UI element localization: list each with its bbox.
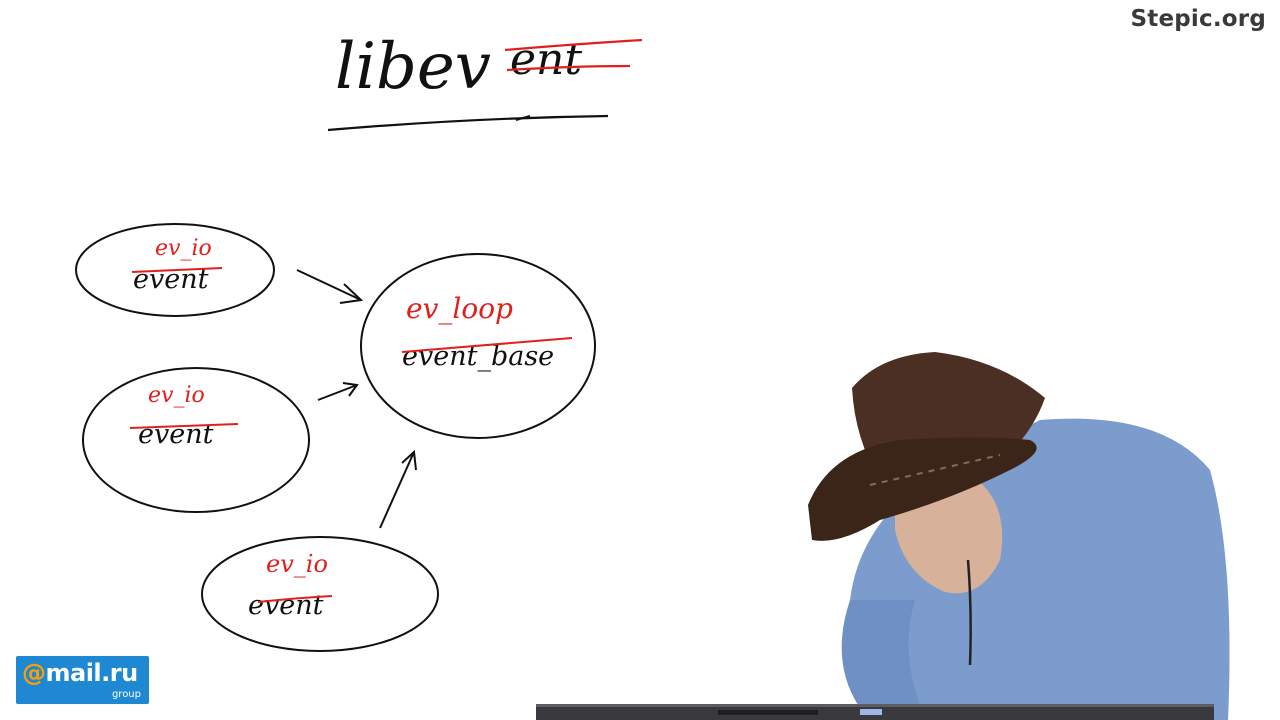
mailru-logo-group: group [111, 689, 141, 700]
title-text: libev [335, 30, 491, 104]
event-node-strike-line [129, 423, 239, 429]
event-node: ev_io event [201, 536, 439, 652]
event-node: ev_io event [82, 367, 310, 513]
keyboard-indicator [860, 709, 882, 715]
loop-strike-line [401, 337, 573, 353]
presenter-arm [841, 600, 920, 705]
loop-label-new: ev_loop [406, 292, 513, 325]
event-node-label-old: event [138, 419, 214, 450]
mailru-at-sign: @ [22, 659, 46, 687]
loop-node: ev_loop event_base [360, 253, 596, 439]
keyboard [536, 704, 1214, 720]
presenter-figure [808, 352, 1230, 720]
keyboard-keys [718, 710, 818, 715]
event-node-strike-line [131, 267, 223, 273]
event-node-ellipse [82, 367, 310, 513]
event-node-label-new: ev_io [155, 236, 212, 261]
stepic-brand: Stepic.org [1130, 6, 1266, 32]
event-node-ellipse [75, 223, 275, 317]
title-group: libev ent [327, 30, 643, 132]
hat-strap [966, 559, 972, 666]
event-node-label-old: event [248, 590, 324, 621]
keyboard-edge [536, 704, 1214, 707]
title-underline-tick [515, 115, 531, 121]
arrow-head [401, 449, 417, 471]
title-strike-line [506, 64, 631, 72]
event-node: ev_io event [75, 223, 275, 317]
mailru-logo-text: @mail.ru [22, 659, 138, 687]
title-underline [327, 114, 609, 132]
arrow-line [379, 451, 415, 529]
event-node-label-new: ev_io [266, 550, 328, 578]
hat-brim [808, 437, 1037, 541]
arrow-head [339, 283, 364, 304]
event-node-ellipse [201, 536, 439, 652]
event-node-strike-line [257, 595, 333, 603]
arrow-line [317, 384, 358, 401]
loop-ellipse [360, 253, 596, 439]
arrow [296, 269, 364, 304]
arrow [379, 449, 417, 529]
title-strike-line [504, 38, 643, 52]
arrow-line [296, 269, 362, 301]
event-node-label-new: ev_io [148, 383, 205, 408]
title-struck-text: ent [510, 34, 582, 85]
mailru-logo-name: mail.ru [45, 659, 139, 687]
arrow-head [342, 382, 359, 397]
arrow [317, 382, 359, 401]
mailru-group-logo: @mail.ru group [16, 656, 149, 704]
hat-stitching [869, 454, 1001, 486]
